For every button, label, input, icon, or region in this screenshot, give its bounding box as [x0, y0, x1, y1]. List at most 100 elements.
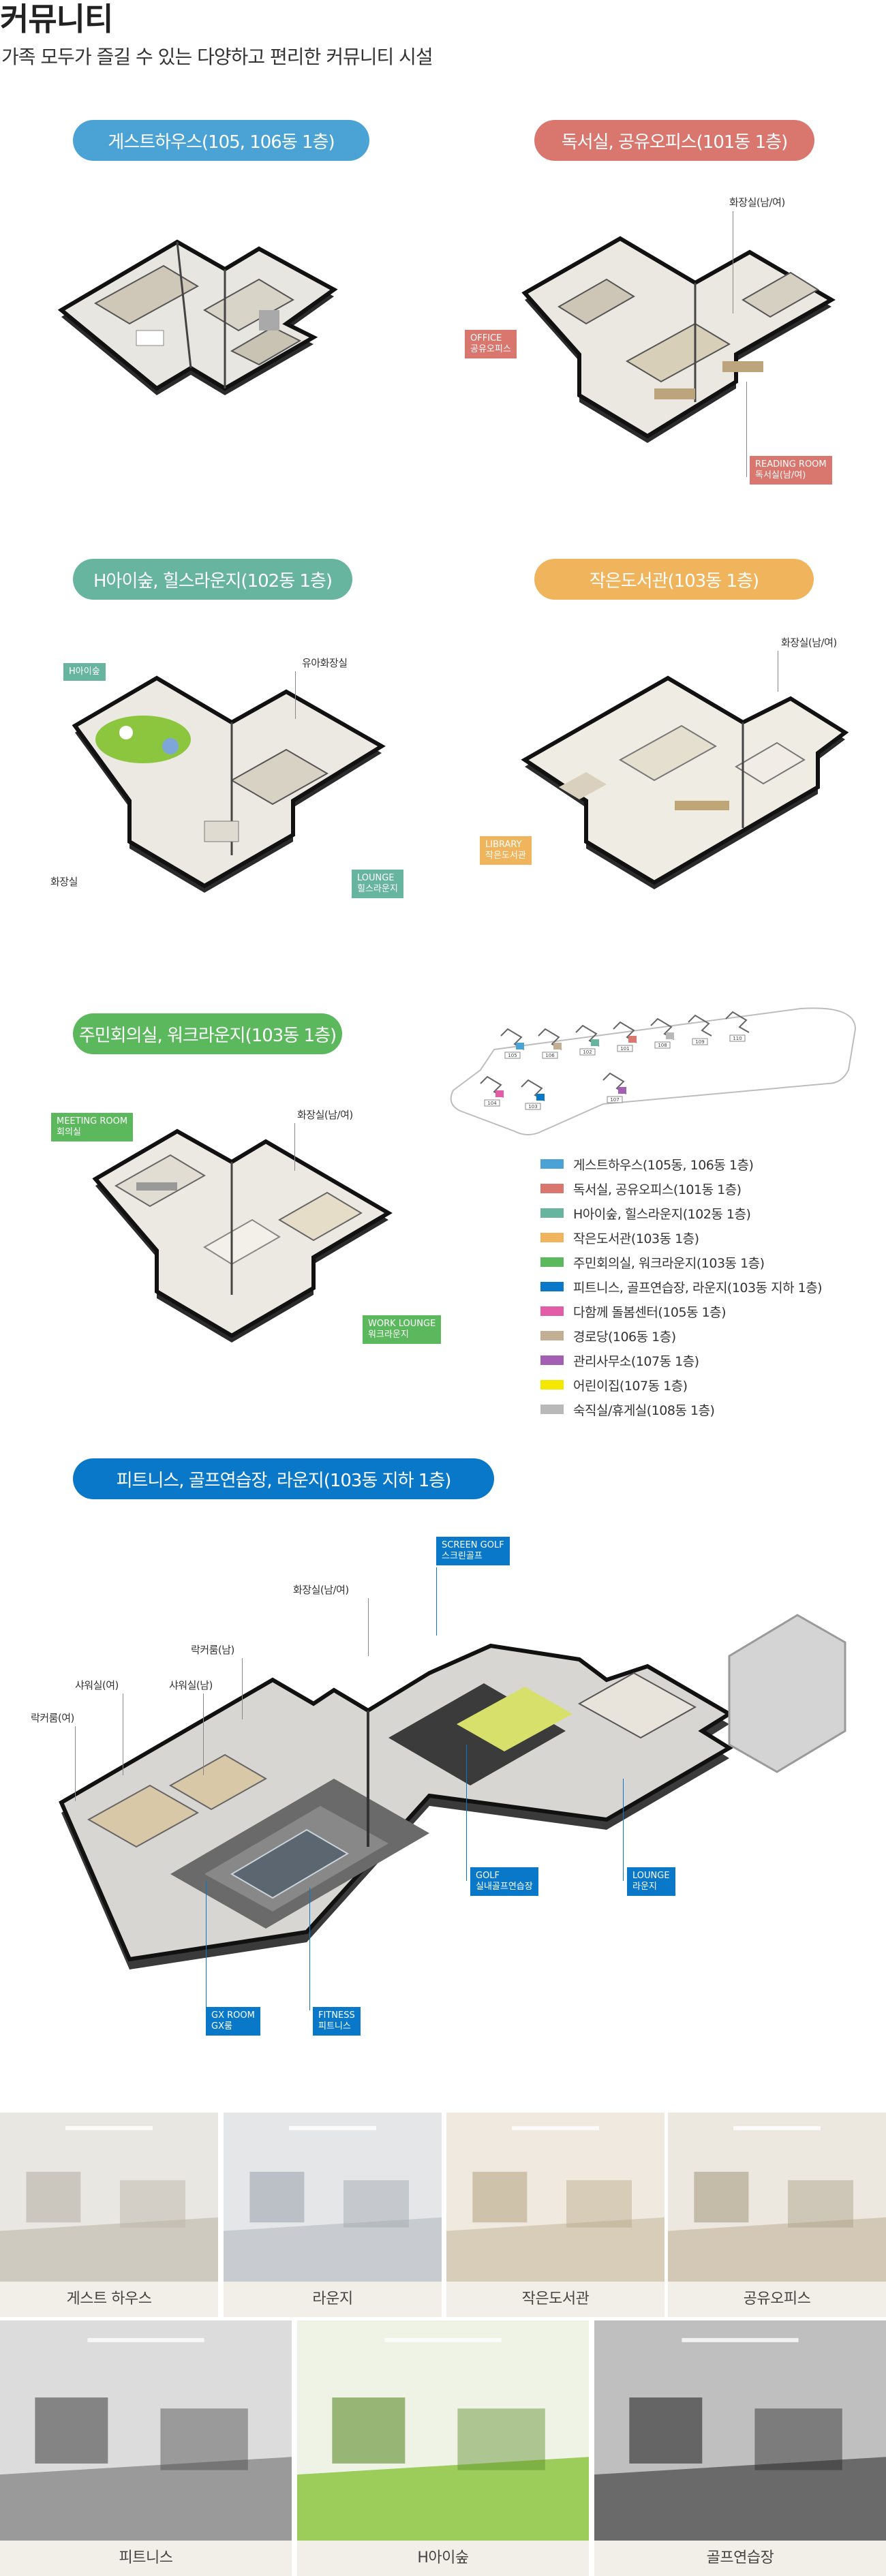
legend-swatch	[540, 1208, 564, 1218]
section-title-fitness: 피트니스, 골프연습장, 라운지(103동 지하 1층)	[73, 1458, 494, 1499]
photo-image	[297, 2320, 589, 2541]
legend-swatch	[540, 1331, 564, 1340]
legend-swatch	[540, 1257, 564, 1267]
site-building-110: 110	[725, 1011, 750, 1042]
site-building-101: 101	[613, 1021, 637, 1052]
photo-card: 게스트 하우스	[0, 2113, 218, 2317]
site-building-109: 109	[688, 1014, 712, 1045]
legend-swatch	[540, 1306, 564, 1316]
legend-label: 독서실, 공유오피스(101동 1층)	[573, 1182, 742, 1197]
photo-card: 작은도서관	[446, 2113, 664, 2317]
legend-item: 관리사무소(107동 1층)	[540, 1348, 822, 1373]
golf-leader	[466, 1745, 467, 1881]
legend-label: H아이숲, 힐스라운지(102동 1층)	[573, 1206, 751, 1222]
legend-item: 게스트하우스(105동, 106동 1층)	[540, 1152, 822, 1176]
legend-item: 경로당(106동 1층)	[540, 1323, 822, 1348]
legend-label: 관리사무소(107동 1층)	[573, 1353, 699, 1369]
legend-swatch	[540, 1159, 564, 1169]
section-title-library: 작은도서관(103동 1층)	[534, 559, 814, 600]
legend-item: 다함께 돌봄센터(105동 1층)	[540, 1299, 822, 1323]
meeting-restroom-leader	[294, 1123, 295, 1171]
page-subtitle: 가족 모두가 즐길 수 있는 다양하고 편리한 커뮤니티 시설	[1, 46, 433, 68]
page-title: 커뮤니티	[0, 1, 113, 37]
hforest-tag: H아이숲	[63, 663, 106, 681]
site-building-104: 104	[480, 1075, 504, 1107]
legend-label: 게스트하우스(105동, 106동 1층)	[573, 1157, 754, 1173]
locker-male-leader	[242, 1658, 243, 1719]
lounge-b1-leader	[623, 1779, 624, 1881]
locker-female-label: 락커룸(여)	[31, 1712, 74, 1724]
screen-golf-leader	[436, 1567, 437, 1636]
site-building-number: 108	[658, 1043, 667, 1048]
legend-swatch	[540, 1282, 564, 1291]
site-building-103: 103	[521, 1079, 545, 1110]
site-building-number: 109	[695, 1039, 704, 1045]
legend-swatch	[540, 1380, 564, 1390]
legend-label: 피트니스, 골프연습장, 라운지(103동 지하 1층)	[573, 1280, 823, 1295]
facility-legend: 게스트하우스(105동, 106동 1층) 독서실, 공유오피스(101동 1층)…	[540, 1152, 823, 1422]
hforest-floorplan	[68, 664, 395, 917]
reading-restroom-label: 화장실(남/여)	[729, 196, 785, 209]
photo-caption: 공유오피스	[743, 2290, 811, 2307]
site-building-105: 105	[500, 1028, 525, 1059]
shower-female-label: 샤워실(여)	[75, 1679, 119, 1691]
legend-label: 작은도서관(103동 1층)	[573, 1231, 699, 1246]
legend-label: 주민회의실, 워크라운지(103동 1층)	[573, 1255, 765, 1271]
legend-item: 피트니스, 골프연습장, 라운지(103동 지하 1층)	[540, 1274, 823, 1299]
legend-swatch	[540, 1405, 564, 1414]
legend-item: 숙직실/휴게실(108동 1층)	[540, 1397, 822, 1422]
legend-label: 어린이집(107동 1층)	[573, 1378, 688, 1394]
library-floorplan	[518, 664, 852, 910]
gx-room-leader	[206, 1881, 207, 2010]
photo-card: 공유오피스	[668, 2113, 886, 2317]
site-building-108: 108	[650, 1017, 675, 1049]
locker-female-leader	[75, 1726, 76, 1801]
legend-label: 다함께 돌봄센터(105동 1층)	[573, 1304, 727, 1320]
photo-caption: 작은도서관	[521, 2290, 590, 2307]
fitness-restroom-label: 화장실(남/여)	[293, 1584, 349, 1596]
photo-card: 골프연습장	[594, 2320, 886, 2576]
site-building-number: 105	[508, 1053, 517, 1058]
site-building-102: 102	[575, 1024, 600, 1056]
photo-caption: 피트니스	[119, 2549, 173, 2566]
photo-image	[668, 2113, 886, 2282]
legend-item: 어린이집(107동 1층)	[540, 1373, 822, 1397]
photo-image	[224, 2113, 442, 2282]
shower-male-label: 샤워실(남)	[169, 1679, 213, 1691]
legend-swatch	[540, 1233, 564, 1242]
section-title-hforest: H아이숲, 힐스라운지(102동 1층)	[73, 559, 352, 600]
photo-card: 피트니스	[0, 2320, 292, 2576]
shower-male-leader	[203, 1693, 204, 1775]
site-building-106: 106	[538, 1028, 562, 1059]
legend-item: 주민회의실, 워크라운지(103동 1층)	[540, 1250, 822, 1274]
site-building-number: 107	[610, 1097, 619, 1103]
legend-label: 숙직실/휴게실(108동 1층)	[573, 1402, 715, 1418]
photo-image	[446, 2113, 664, 2282]
kids-restroom-label: 유아화장실	[302, 657, 348, 669]
locker-male-label: 락커룸(남)	[191, 1644, 234, 1656]
meeting-floorplan	[89, 1111, 402, 1363]
fitness-leader	[309, 1888, 310, 2010]
photo-card: 라운지	[224, 2113, 442, 2317]
site-building-number: 101	[620, 1046, 629, 1052]
section-title-guesthouse: 게스트하우스(105, 106동 1층)	[73, 120, 369, 161]
kids-restroom-leader	[295, 671, 296, 719]
legend-item: 독서실, 공유오피스(101동 1층)	[540, 1176, 822, 1201]
site-building-number: 102	[583, 1049, 592, 1055]
reading-room-leader	[746, 382, 747, 477]
fitness-restroom-leader	[368, 1598, 369, 1656]
fitness-floorplan	[48, 1561, 852, 1983]
photo-image	[0, 2113, 218, 2282]
section-title-reading: 독서실, 공유오피스(101동 1층)	[534, 120, 814, 161]
legend-label: 경로당(106동 1층)	[573, 1329, 676, 1345]
